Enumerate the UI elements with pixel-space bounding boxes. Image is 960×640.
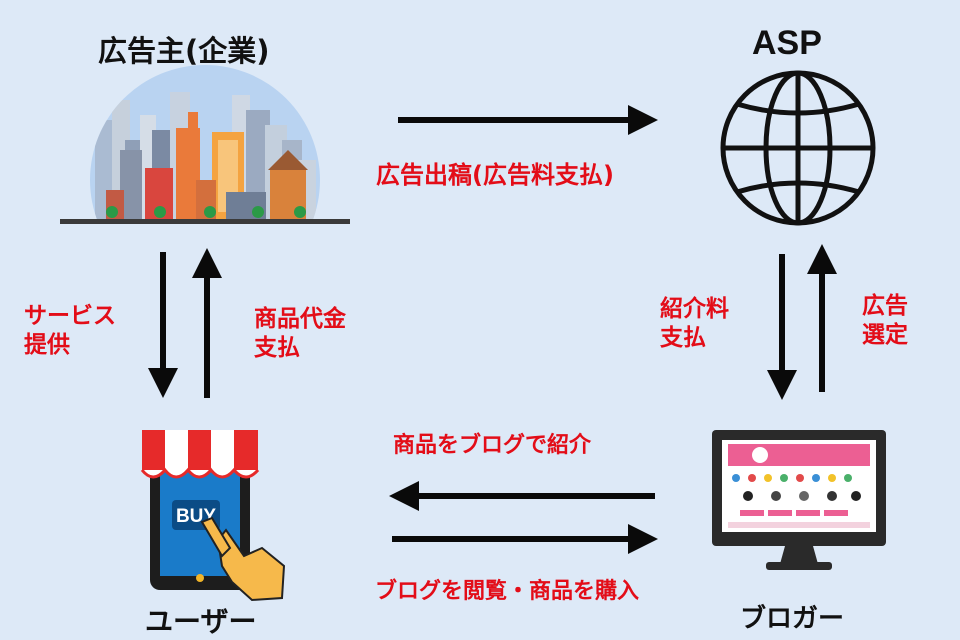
label-ad-selection: 広告 選定 [862,292,908,350]
node-advertiser: 広告主(企業) [98,34,270,68]
label-referral-fee: 紹介料 支払 [660,295,729,353]
label-product-payment-line2: 支払 [254,334,300,361]
label-blog-introduction: 商品をブログで紹介 [393,433,592,458]
label-blog-browse-purchase: ブログを閲覧・商品を購入 [375,579,640,604]
arrow-layer [148,105,837,554]
label-service-provision-line2: 提供 [24,331,70,358]
city-icon [60,65,350,224]
shop-tablet-icon: BUY [140,430,286,602]
label-product-payment: 商品代金 支払 [254,305,346,363]
label-referral-fee-line1: 紹介料 [660,296,729,322]
label-ad-placement: 広告出稿(広告料支払) [376,161,614,189]
label-ad-selection-line2: 選定 [862,321,908,348]
node-asp: ASP [752,24,822,62]
label-service-provision: サービス 提供 [24,302,116,360]
label-ad-selection-line1: 広告 [862,293,908,319]
label-referral-fee-line2: 支払 [660,324,706,351]
globe-icon [720,70,876,226]
node-user: ユーザー [145,605,257,638]
node-blogger: ブロガー [740,604,845,634]
monitor-icon [712,430,886,570]
label-product-payment-line1: 商品代金 [254,306,346,332]
label-service-provision-line1: サービス [24,303,116,329]
